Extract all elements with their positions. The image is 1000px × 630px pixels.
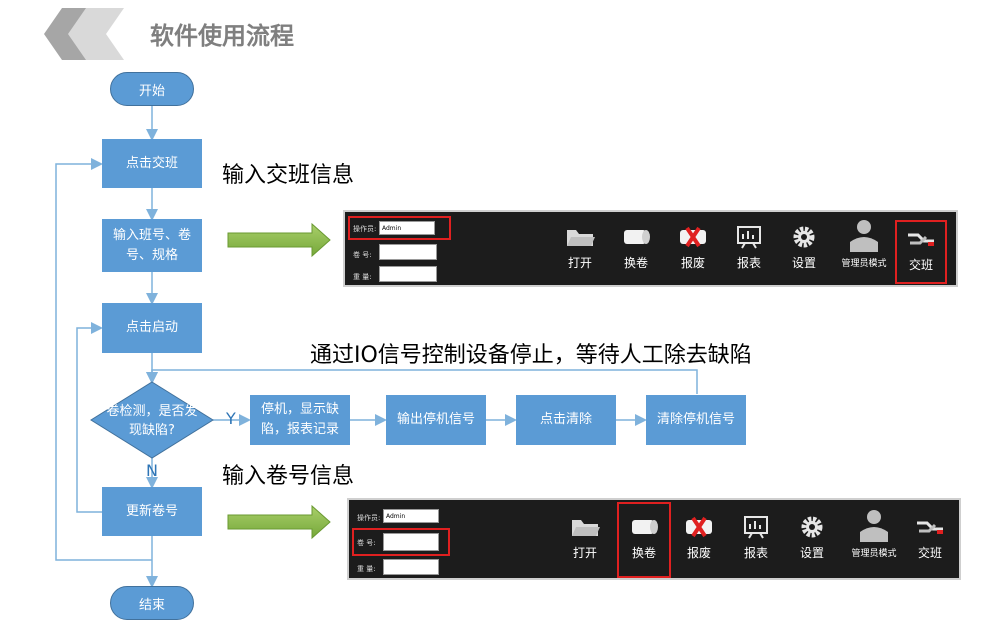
handshake-icon: [904, 226, 938, 252]
handover-button[interactable]: 交班: [913, 514, 947, 561]
handover-label: 交班: [908, 258, 933, 272]
handover-label: 交班: [917, 546, 942, 560]
settings-label: 设置: [799, 546, 824, 560]
gear-icon: [795, 514, 829, 540]
handover-button[interactable]: 交班: [895, 220, 947, 284]
admin-mode-label: 管理员模式: [841, 259, 887, 269]
decision-label: 卷检测，是否发现缺陷?: [106, 404, 198, 438]
input-info-box: 输入班号、卷号、规格: [102, 219, 202, 272]
clear-stop-box: 清除停机信号: [646, 395, 746, 445]
open-button[interactable]: 打开: [568, 514, 602, 561]
scrap-icon: [682, 514, 716, 540]
admin-user-icon: [857, 508, 891, 542]
green-arrow-2: [227, 504, 331, 540]
roll-field[interactable]: [383, 533, 439, 551]
change-roll-button[interactable]: 换卷: [617, 502, 671, 578]
admin-mode-button[interactable]: 管理员模式: [849, 508, 899, 559]
no-label: N: [146, 461, 158, 480]
change-roll-label: 换卷: [623, 256, 648, 270]
toolbar-screenshot-1: 操作员: Admin 卷 号: 重 量: 打开 换卷 报废 报表 设置 管理员模…: [343, 210, 958, 287]
weight-field[interactable]: [379, 266, 437, 282]
logo-icon: [44, 8, 124, 60]
end-node: 结束: [110, 586, 194, 620]
gear-icon: [787, 224, 821, 250]
report-label: 报表: [743, 546, 768, 560]
change-roll-button[interactable]: 换卷: [619, 224, 653, 271]
admin-mode-button[interactable]: 管理员模式: [839, 218, 889, 269]
report-label: 报表: [736, 256, 761, 270]
report-button[interactable]: 报表: [732, 224, 766, 271]
report-button[interactable]: 报表: [739, 514, 773, 561]
folder-icon: [568, 514, 602, 540]
update-roll-box: 更新卷号: [102, 487, 202, 536]
yes-label: Y: [226, 409, 236, 428]
admin-mode-label: 管理员模式: [851, 549, 897, 559]
open-label: 打开: [567, 256, 592, 270]
scrap-label: 报废: [686, 546, 711, 560]
roll-highlight: [352, 528, 450, 556]
click-handover-box: 点击交班: [102, 139, 202, 188]
scrap-button[interactable]: 报废: [682, 514, 716, 561]
folder-icon: [563, 224, 597, 250]
connector-loop-start: [76, 322, 103, 513]
scrap-icon: [676, 224, 710, 250]
scrap-button[interactable]: 报废: [676, 224, 710, 271]
decision-diamond: [90, 381, 214, 459]
connector-loop-handover: [55, 158, 152, 561]
roll-icon: [627, 514, 661, 540]
output-stop-box: 输出停机信号: [386, 395, 486, 445]
settings-button[interactable]: 设置: [795, 514, 829, 561]
roll-field[interactable]: [379, 244, 437, 260]
report-icon: [739, 514, 773, 540]
click-start-box: 点击启动: [102, 303, 202, 353]
scrap-label: 报废: [680, 256, 705, 270]
handover-annotation: 输入交班信息: [222, 163, 355, 188]
weight-field[interactable]: [383, 559, 439, 575]
settings-label: 设置: [791, 256, 816, 270]
roll-annotation: 输入卷号信息: [222, 464, 355, 489]
stop-display-box: 停机，显示缺陷，报表记录: [250, 395, 350, 445]
io-annotation: 通过IO信号控制设备停止，等待人工除去缺陷: [310, 343, 752, 368]
change-roll-label: 换卷: [631, 546, 656, 560]
operator-field[interactable]: Admin: [383, 509, 439, 523]
operator-label: 操作员:: [357, 514, 381, 522]
operator-label: 操作员:: [353, 225, 377, 233]
roll-label: 卷 号:: [353, 251, 372, 259]
click-clear-box: 点击清除: [516, 395, 616, 445]
toolbar-screenshot-2: 操作员: Admin 卷 号: 重 量: 打开 换卷 报废 报表 设置 管理员模…: [347, 498, 961, 580]
roll-icon: [619, 224, 653, 250]
start-node: 开始: [110, 72, 194, 106]
roll-label: 卷 号:: [357, 539, 376, 547]
connector-feedback: [146, 369, 698, 394]
weight-label: 重 量:: [353, 273, 372, 281]
green-arrow-1: [227, 222, 331, 258]
weight-label: 重 量:: [357, 565, 376, 573]
operator-highlight: [348, 216, 451, 240]
handshake-icon: [913, 514, 947, 540]
operator-field[interactable]: Admin: [379, 221, 435, 235]
page-title: 软件使用流程: [150, 22, 294, 50]
open-button[interactable]: 打开: [563, 224, 597, 271]
settings-button[interactable]: 设置: [787, 224, 821, 271]
report-icon: [732, 224, 766, 250]
open-label: 打开: [572, 546, 597, 560]
admin-user-icon: [847, 218, 881, 252]
